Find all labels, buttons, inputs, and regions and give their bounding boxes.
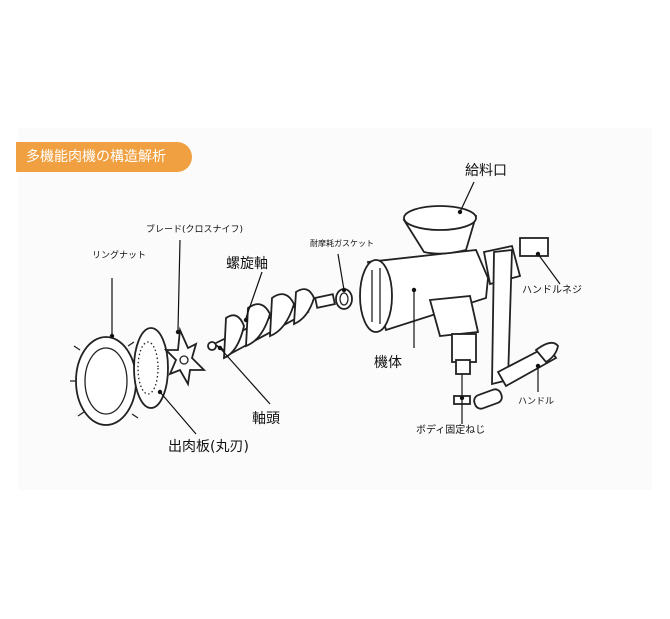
clamp-screw-label: ボディ固定ねじ (416, 425, 486, 436)
cutting-plate-label: 出肉板(丸刃) (168, 439, 249, 455)
cutting-plate-part (133, 327, 169, 409)
screw-label: 螺旋軸 (226, 256, 268, 272)
handle-label: ハンドル (518, 397, 555, 407)
ring-nut-part (70, 336, 142, 426)
blade-label: ブレード(クロスナイフ) (146, 225, 244, 235)
diagram-title-banner: 多機能肉機の構造解析 (16, 142, 192, 172)
leader-lines (109, 181, 561, 435)
screw-auger-part (207, 288, 336, 360)
handle-screw-label: ハンドルネジ (522, 285, 582, 296)
hopper-label: 給料口 (465, 163, 507, 179)
shaft-head-label: 軸頭 (252, 411, 280, 427)
diagram-panel (18, 128, 652, 490)
cross-blade-part (163, 326, 207, 387)
ring-nut-label: リングナット (92, 251, 147, 261)
grinder-body-part (359, 205, 522, 405)
gasket-label: 耐摩耗ガスケット (310, 239, 374, 248)
handle-part (473, 237, 559, 410)
body-label: 機体 (374, 355, 402, 371)
